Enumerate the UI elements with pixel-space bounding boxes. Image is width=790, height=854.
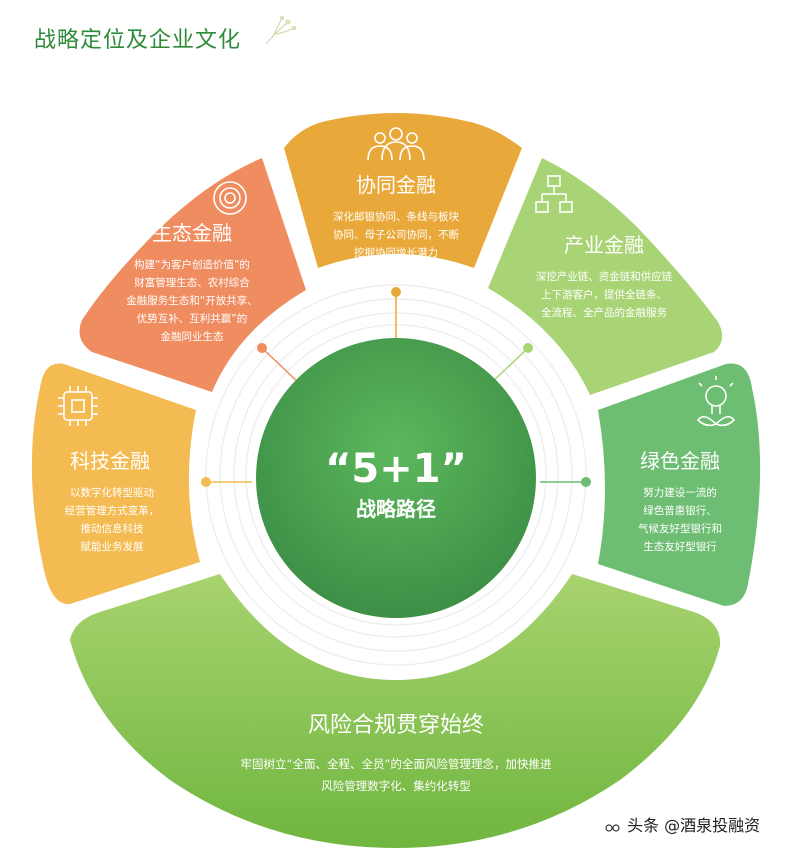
watermark-logo-icon <box>604 820 622 834</box>
leaf-decoration-icon <box>265 16 296 45</box>
segment-title-fengxian: 风险合规贯穿始终 <box>308 713 484 738</box>
center-sub-text: 战略路径 <box>356 497 436 521</box>
segment-desc-line: 风险管理数字化、集约化转型 <box>321 779 471 793</box>
segment-desc-line: 深挖产业链、资金链和供应链 <box>536 270 673 283</box>
segment-fengxian[interactable] <box>70 574 721 848</box>
segment-desc-line: 牢固树立“全面、全程、全员”的全面风险管理理念，加快推进 <box>241 757 552 771</box>
segment-desc-line: 经营管理方式变革， <box>65 504 160 517</box>
segment-desc-line: 上下游客户，提供全链条、 <box>541 288 667 301</box>
segment-lvse[interactable] <box>598 363 761 607</box>
segment-desc-fengxian: 牢固树立“全面、全程、全员”的全面风险管理理念，加快推进风险管理数字化、集约化转… <box>241 757 552 793</box>
segment-desc-line: 财富管理生态、农村综合 <box>134 276 250 289</box>
segment-title-chanye: 产业金融 <box>564 233 644 257</box>
segment-desc-line: 挖掘协同增长潜力 <box>354 246 438 259</box>
center-circle <box>256 338 536 618</box>
segment-desc-line: 构建“为客户创造价值”的 <box>134 258 250 271</box>
segment-keji[interactable] <box>31 363 201 605</box>
segment-title-xietong: 协同金融 <box>356 173 436 197</box>
segment-desc-line: 绿色普惠银行、 <box>643 504 717 517</box>
page-title: 战略定位及企业文化 <box>34 28 242 53</box>
segment-desc-line: 生态友好型银行 <box>643 540 717 553</box>
segment-title-lvse: 绿色金融 <box>640 449 720 473</box>
lightbulb-leaf-icon <box>696 376 736 427</box>
segment-xietong[interactable] <box>284 113 522 268</box>
segment-desc-line: 以数字化转型驱动 <box>70 486 154 499</box>
segment-title-shengtai: 生态金融 <box>152 221 232 245</box>
center-main-text: “5+1” <box>325 446 467 492</box>
chip-icon <box>58 386 98 426</box>
watermark-text: 头条 @酒泉投融资 <box>627 816 761 835</box>
segment-desc-line: 气候友好型银行和 <box>638 522 722 535</box>
segment-desc-line: 全流程、全产品的金融服务 <box>541 306 667 319</box>
segment-desc-line: 深化邮银协同、条线与板块 <box>333 210 459 223</box>
connectors <box>201 287 591 487</box>
segment-desc-line: 赋能业务发展 <box>81 540 144 553</box>
segment-chanye[interactable] <box>488 158 723 395</box>
segment-title-keji: 科技金融 <box>70 449 150 473</box>
segment-desc-line: 协同、母子公司协同，不断 <box>333 228 459 241</box>
segment-desc-line: 优势互补、互利共赢”的 <box>137 312 247 325</box>
segment-desc-line: 金融同业生态 <box>161 330 224 343</box>
segment-desc-line: 推动信息科技 <box>81 522 144 535</box>
segment-desc-shengtai: 构建“为客户创造价值”的财富管理生态、农村综合金融服务生态和“开放共享、优势互补… <box>126 258 257 343</box>
rings-icon <box>213 181 247 215</box>
people-group-icon <box>367 127 425 161</box>
segment-desc-line: 努力建设一流的 <box>643 486 717 499</box>
decorative-rings <box>205 284 587 666</box>
segment-shengtai[interactable] <box>79 158 307 392</box>
segment-desc-line: 金融服务生态和“开放共享、 <box>126 294 257 307</box>
hierarchy-icon <box>535 175 573 213</box>
watermark: 头条 @酒泉投融资 <box>604 812 760 836</box>
